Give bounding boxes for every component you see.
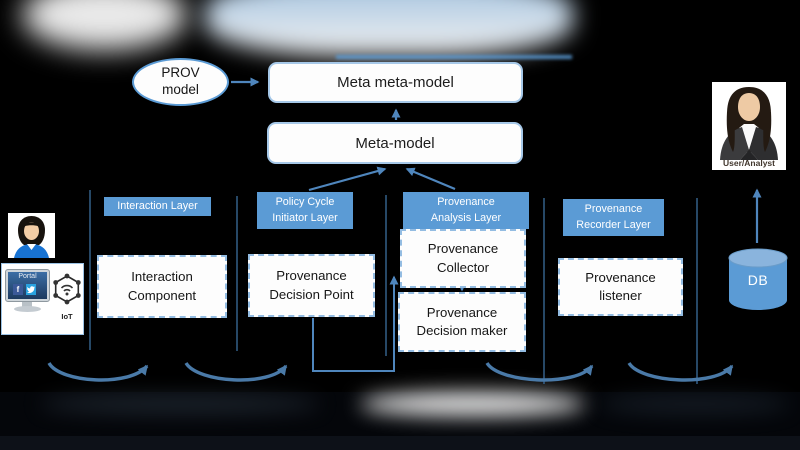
- header-provenance-analysis-layer: Provenance Analysis Layer: [403, 192, 529, 229]
- bottom-blur-blob-left: [40, 394, 320, 414]
- arrow-decisionpoint-to-collector-route: [312, 275, 399, 372]
- input-sources-box: Portal f IoT: [1, 263, 84, 335]
- prov-model-node: PROV model: [132, 58, 229, 106]
- provenance-listener-box: Provenance listener: [558, 258, 683, 316]
- iot-hexagon-graphic: [53, 273, 81, 305]
- meta-model-box: Meta-model: [267, 122, 523, 164]
- header-interaction-layer: Interaction Layer: [104, 197, 211, 216]
- portal-screen: Portal f: [8, 272, 47, 299]
- user-analyst-caption: User/Analyst: [723, 158, 775, 168]
- top-blur-blob-center: [205, 0, 573, 56]
- bottom-blur-blob-white: [360, 392, 585, 416]
- bottom-blur-blob-right: [600, 394, 790, 414]
- portal-label: Portal: [18, 273, 37, 280]
- portal-icon: Portal f: [5, 269, 50, 302]
- iot-label: IoT: [61, 312, 73, 321]
- bottom-dark-strip: [0, 436, 800, 450]
- cycle-arc-recorder: [627, 361, 734, 382]
- provenance-decision-maker-box: Provenance Decision maker: [398, 292, 526, 352]
- header-policy-cycle-initiator-layer: Policy Cycle Initiator Layer: [257, 192, 353, 229]
- video-bottom-blur: [0, 392, 800, 450]
- header-provenance-recorder-layer: Provenance Recorder Layer: [563, 199, 664, 236]
- layer-divider-lines: [89, 190, 698, 384]
- provenance-decision-point-box: Provenance Decision Point: [248, 254, 375, 317]
- twitter-icon: [26, 284, 36, 295]
- cycle-arc-analysis: [485, 361, 594, 382]
- facebook-icon: f: [13, 284, 23, 295]
- arrow-analysis-to-metamodel: [405, 167, 456, 191]
- iot-icon: IoT: [50, 272, 84, 324]
- woman-avatar-icon: [14, 216, 49, 258]
- slide-top-edge-strip: [336, 55, 572, 59]
- business-woman-icon: [720, 87, 778, 160]
- interaction-component-box: Interaction Component: [97, 255, 227, 318]
- database-cylinder: DB: [728, 248, 788, 312]
- video-top-blur: [0, 0, 800, 62]
- meta-meta-model-box: Meta meta-model: [268, 62, 523, 103]
- monitor-stand: [22, 302, 32, 307]
- user-analyst-image: User/Analyst: [712, 82, 786, 170]
- user-avatar-image: [8, 213, 55, 258]
- arrow-policy-to-metamodel: [308, 166, 387, 192]
- cycle-arc-policy: [184, 361, 288, 382]
- monitor-base: [14, 306, 41, 312]
- cycle-arc-interaction: [47, 361, 149, 382]
- db-label: DB: [747, 272, 769, 288]
- db-cylinder-shape: [728, 248, 788, 310]
- provenance-collector-box: Provenance Collector: [400, 229, 526, 288]
